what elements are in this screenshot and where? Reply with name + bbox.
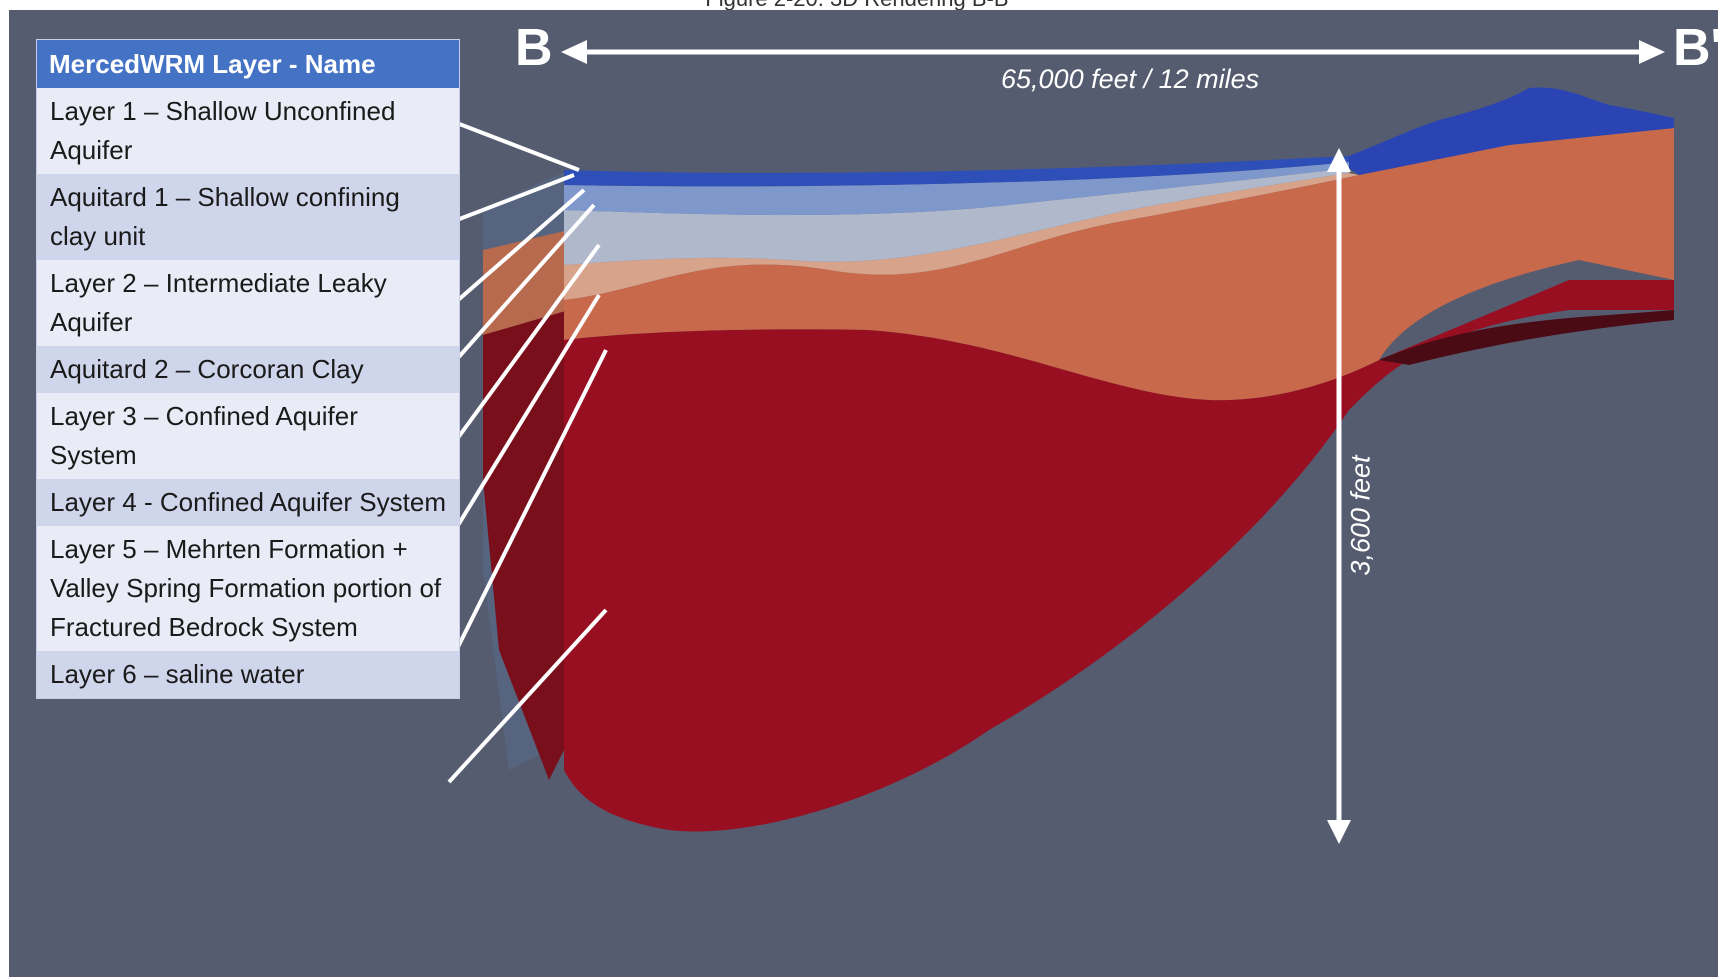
block-side-wall-red [483,310,569,780]
layer-1-body [564,156,1349,187]
legend-row-layer-6: Layer 6 – saline water [37,651,459,698]
leader-line-layer-1 [448,118,580,172]
leader-line-layer-4 [447,293,601,542]
cross-section-diagram [447,40,1674,844]
leader-line-layer-6 [447,608,608,784]
horizontal-dimension-label: 65,000 feet / 12 miles [1001,64,1260,94]
legend-row-layer-1: Layer 1 – Shallow Unconfined Aquifer [37,88,459,174]
layer-legend-table: MercedWRM Layer - Name Layer 1 – Shallow… [36,39,460,699]
figure-caption: Figure 2-20. 3D Rendering B-B' [0,0,1718,11]
legend-row-layer-5: Layer 5 – Mehrten Formation + Valley Spr… [37,526,459,651]
arrowhead-left-icon [561,40,587,64]
leader-line-aquitard-1 [448,173,575,225]
layer-3-body [564,173,1359,300]
legend-row-layer-3: Layer 3 – Confined Aquifer System [37,393,459,479]
arrowhead-up-icon [1327,148,1351,172]
legend-row-layer-2: Layer 2 – Intermediate Leaky Aquifer [37,260,459,346]
vertical-dimension-label: 3,600 feet [1345,455,1376,576]
legend-row-aquitard-1: Aquitard 1 – Shallow confining clay unit [37,174,459,260]
layer-4-body [564,128,1674,401]
arrowhead-down-icon [1327,820,1351,844]
aquitard-1-body [564,162,1349,215]
leader-line-layer-3 [447,243,601,452]
leader-line-layer-2 [447,188,586,310]
legend-row-aquitard-2: Aquitard 2 – Corcoran Clay [37,346,459,393]
legend-row-layer-4: Layer 4 - Confined Aquifer System [37,479,459,526]
arrowhead-right-icon [1639,40,1665,64]
leader-line-aquitard-2 [447,203,596,370]
foothills-surface [1349,87,1674,175]
rendering-viewport: B B' 65,000 feet / 12 miles 3,600 feet M… [9,10,1718,977]
legend-header: MercedWRM Layer - Name [37,40,459,88]
section-end-label: B' [1673,19,1718,77]
layer-5-body [564,280,1674,832]
leader-line-layer-5 [447,349,608,666]
bedrock-underside [1379,310,1674,365]
section-start-label: B [515,19,553,77]
layer-2-body [564,168,1349,265]
